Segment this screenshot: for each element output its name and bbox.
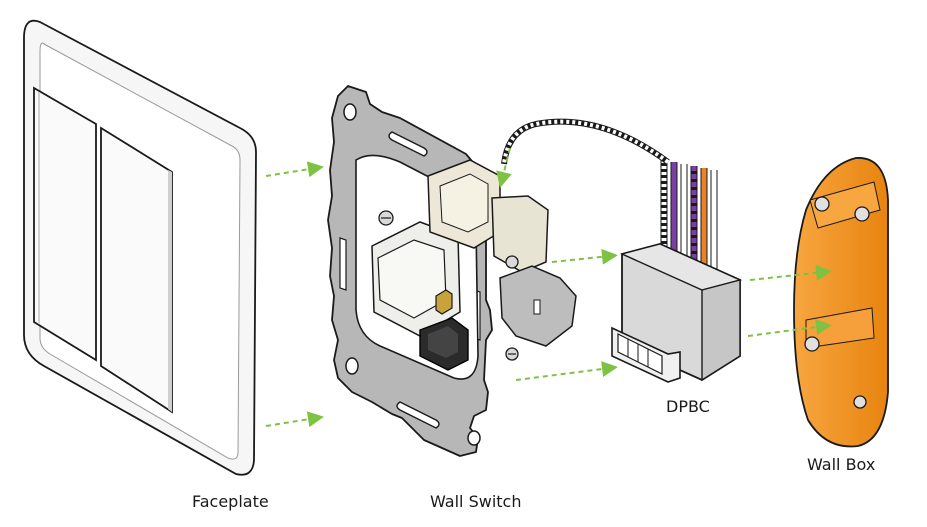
connection-wire — [501, 118, 670, 165]
wall-switch — [327, 85, 577, 457]
arrow-faceplate-top — [265, 161, 324, 178]
arrow-switch-bottom — [515, 361, 618, 381]
arrow-dpbc-bottom — [747, 319, 832, 337]
dpbc-port — [611, 326, 681, 383]
wall-box-label: Wall Box — [807, 455, 876, 474]
rocker-left — [33, 86, 97, 362]
wall-box — [793, 157, 889, 448]
arrow-switch-top — [551, 248, 618, 265]
faceplate — [23, 19, 257, 476]
faceplate-label: Faceplate — [192, 492, 269, 511]
rocker-right — [100, 126, 173, 414]
arrow-dpbc-top — [749, 264, 832, 281]
arrow-wire — [496, 147, 512, 188]
dpbc-label: DPBC — [666, 397, 710, 416]
dpbc-module — [501, 118, 743, 383]
assembly-arrows — [265, 147, 832, 428]
wall-switch-label: Wall Switch — [430, 492, 522, 511]
arrow-faceplate-bottom — [265, 411, 324, 428]
